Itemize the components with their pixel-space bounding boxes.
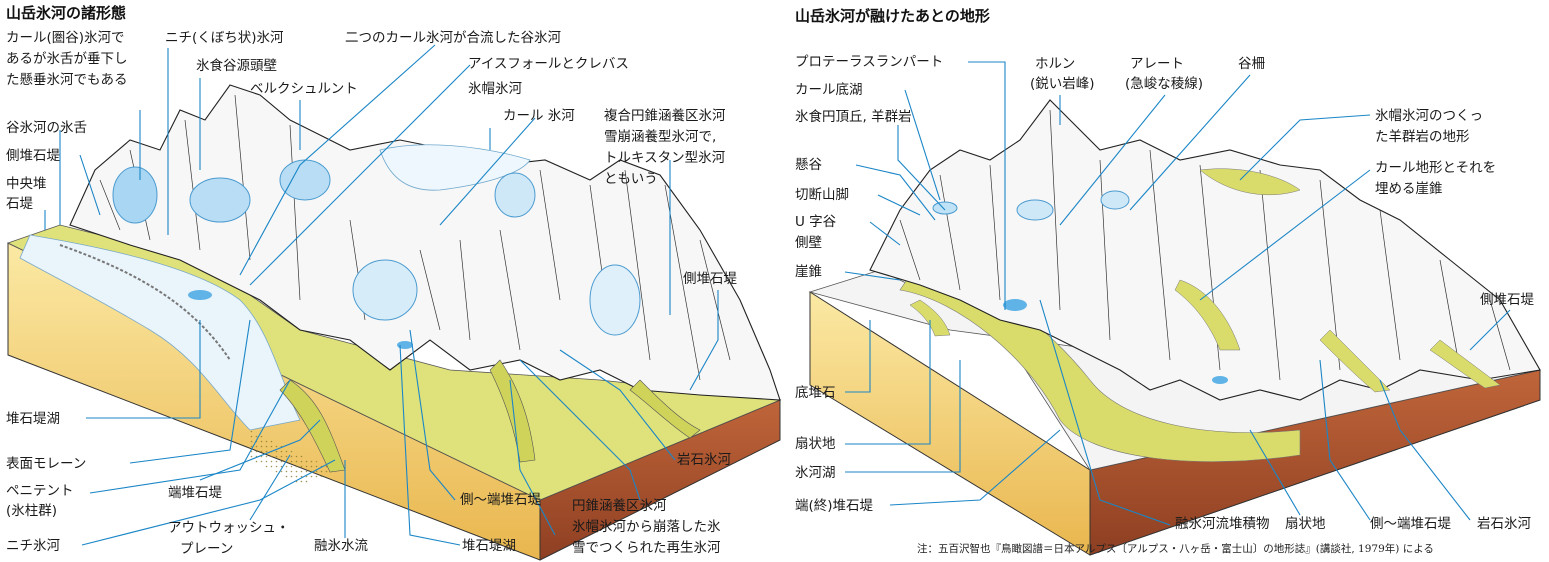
label-horn-1: ホルン	[1035, 56, 1075, 72]
left-moraine-lake-2	[397, 341, 413, 349]
label-composite-3: トルキスタン型氷河	[604, 150, 726, 166]
label-cirque-hanging-2: あるが氷舌が垂下し	[6, 51, 128, 67]
label-cone-3: 雪でつくられた再生氷河	[572, 540, 721, 556]
label-truncated-spur: 切断山脚	[795, 187, 849, 203]
label-meltwater: 融氷水流	[314, 538, 368, 554]
label-cirque-talus-1: カール地形とそれを	[1375, 160, 1496, 176]
left-moraine-lake	[188, 290, 212, 300]
right-rock-hatching	[899, 109, 1511, 381]
label-alluvial-fan: 扇状地	[795, 436, 836, 452]
label-moraine-lake: 堆石堤湖	[6, 411, 60, 427]
label-penitente-2: (氷柱群)	[6, 503, 57, 519]
label-rock-glacier-right: 岩石氷河	[1477, 516, 1531, 532]
label-riegel: 谷柵	[1238, 56, 1266, 72]
label-composite-4: ともいう	[604, 171, 658, 187]
right-cirque-tarn	[932, 201, 958, 215]
label-rock-glacier: 岩石氷河	[677, 452, 731, 468]
left-glacier-tongue	[19, 234, 301, 431]
label-cirque-talus-2: 埋める崖錐	[1375, 181, 1443, 197]
source-note: 注：五百沢智也『鳥瞰図譜＝日本アルプス〔アルプス・八ヶ岳・富士山〕の地形誌』(講…	[917, 542, 1434, 555]
label-bergschrund: ベルクシュルント	[250, 81, 358, 97]
left-medial-moraine	[59, 244, 231, 361]
left-gravel-band	[250, 430, 340, 485]
label-composite-2: 雪崩涵養型氷河で,	[604, 128, 716, 145]
label-ground-moraine: 底堆石	[795, 385, 836, 401]
left-cirque-2	[189, 177, 251, 223]
label-icefall: アイスフォールとクレバス	[468, 56, 629, 72]
label-cone-1: 円錐涵養区氷河	[572, 497, 667, 514]
label-horn-2: (鋭い岩峰)	[1030, 76, 1095, 92]
label-u-valley-1: U 字谷	[795, 214, 837, 230]
label-ice-cap: 氷帽氷河	[468, 81, 522, 97]
right-leader-lines	[844, 61, 1511, 526]
label-niche-glacier: ニチ氷河	[6, 538, 60, 554]
label-arete-1: アレート	[1130, 56, 1184, 72]
label-medial-2: 石堤	[6, 196, 33, 212]
label-cone-2: 氷帽氷河から崩落した氷	[572, 519, 721, 535]
left-cirque-3	[279, 159, 331, 201]
label-arete-2: (急峻な稜線)	[1125, 76, 1203, 92]
label-tongue: 谷氷河の氷舌	[6, 120, 87, 136]
label-glacial-lake: 氷河湖	[795, 465, 836, 481]
label-headwall: 氷食谷源頭壁	[196, 57, 277, 74]
left-title: 山岳氷河の諸形態	[6, 4, 126, 22]
label-medial-1: 中央堆	[6, 176, 47, 192]
label-terminal-moraine-right: 端(終)堆石堤	[795, 498, 874, 514]
label-hanging-valley: 懸谷	[795, 157, 823, 173]
right-tarn-2	[1016, 199, 1054, 221]
label-fan-2: 扇状地	[1285, 516, 1326, 532]
label-composite-1: 複合円錐涵養区氷河	[604, 107, 726, 124]
label-outwash-1: アウトウォッシュ・	[168, 520, 290, 536]
label-lateral-moraine-left: 側堆石堤	[6, 148, 60, 164]
label-fluvioglacial: 融氷河流堆積物	[1175, 516, 1270, 532]
right-labels: プロテーラスランパート カール底湖 氷食円頂丘, 羊群岩 懸谷 切断山脚 U 字…	[795, 54, 1534, 555]
label-cirque-hanging-1: カール(圏谷)氷河で	[6, 30, 125, 46]
left-cirque-4	[352, 259, 418, 321]
left-cirque-1	[112, 166, 158, 224]
right-vegetation-patches	[909, 168, 1501, 393]
left-cirque-6	[589, 264, 641, 336]
left-moraines	[279, 359, 701, 473]
label-tarn: カール底湖	[795, 82, 863, 98]
left-leader-lines	[44, 44, 719, 546]
label-penitente-1: ペニテント	[6, 483, 74, 499]
label-talus: 崖錐	[795, 264, 822, 280]
label-roche: 氷食円頂丘, 羊群岩	[795, 108, 912, 125]
label-lateral-right: 側堆石堤	[1480, 292, 1534, 308]
right-title: 山岳氷河が融けたあとの地形	[795, 7, 990, 25]
label-cirque-hanging-3: た懸垂氷河でもある	[6, 72, 128, 88]
label-icecap-rocks-2: た羊群岩の地形	[1375, 129, 1470, 145]
label-surface-moraine: 表面モレーン	[6, 456, 86, 472]
label-cirque-glacier: カール 氷河	[503, 108, 575, 124]
label-side-terminal-right: 側～端堆石堤	[1370, 516, 1451, 532]
label-protalus: プロテーラスランパート	[795, 54, 943, 70]
label-outwash-2: プレーン	[180, 541, 233, 557]
label-side-terminal: 側～端堆石堤	[460, 492, 541, 508]
label-merged-valley-glacier: 二つのカール氷河が合流した谷氷河	[345, 30, 561, 46]
right-tarn-3	[1100, 190, 1130, 210]
right-mountain-range	[869, 99, 1541, 401]
right-lake-2	[1212, 376, 1228, 384]
label-icecap-rocks-1: 氷帽氷河のつくっ	[1375, 108, 1483, 124]
label-u-valley-2: 側壁	[795, 235, 822, 251]
label-moraine-lake-2: 堆石堤湖	[462, 538, 516, 554]
left-block-diagram	[6, 84, 782, 561]
label-terminal-moraine: 端堆石堤	[168, 485, 222, 501]
label-lateral-moraine-right: 側堆石堤	[683, 271, 737, 287]
right-glacial-lake	[1003, 299, 1027, 311]
left-cirque-5	[494, 172, 536, 218]
label-niche: ニチ(くぼち状)氷河	[165, 30, 284, 46]
left-labels: カール(圏谷)氷河で あるが氷舌が垂下し た懸垂氷河でもある ニチ(くぼち状)氷…	[6, 30, 737, 557]
